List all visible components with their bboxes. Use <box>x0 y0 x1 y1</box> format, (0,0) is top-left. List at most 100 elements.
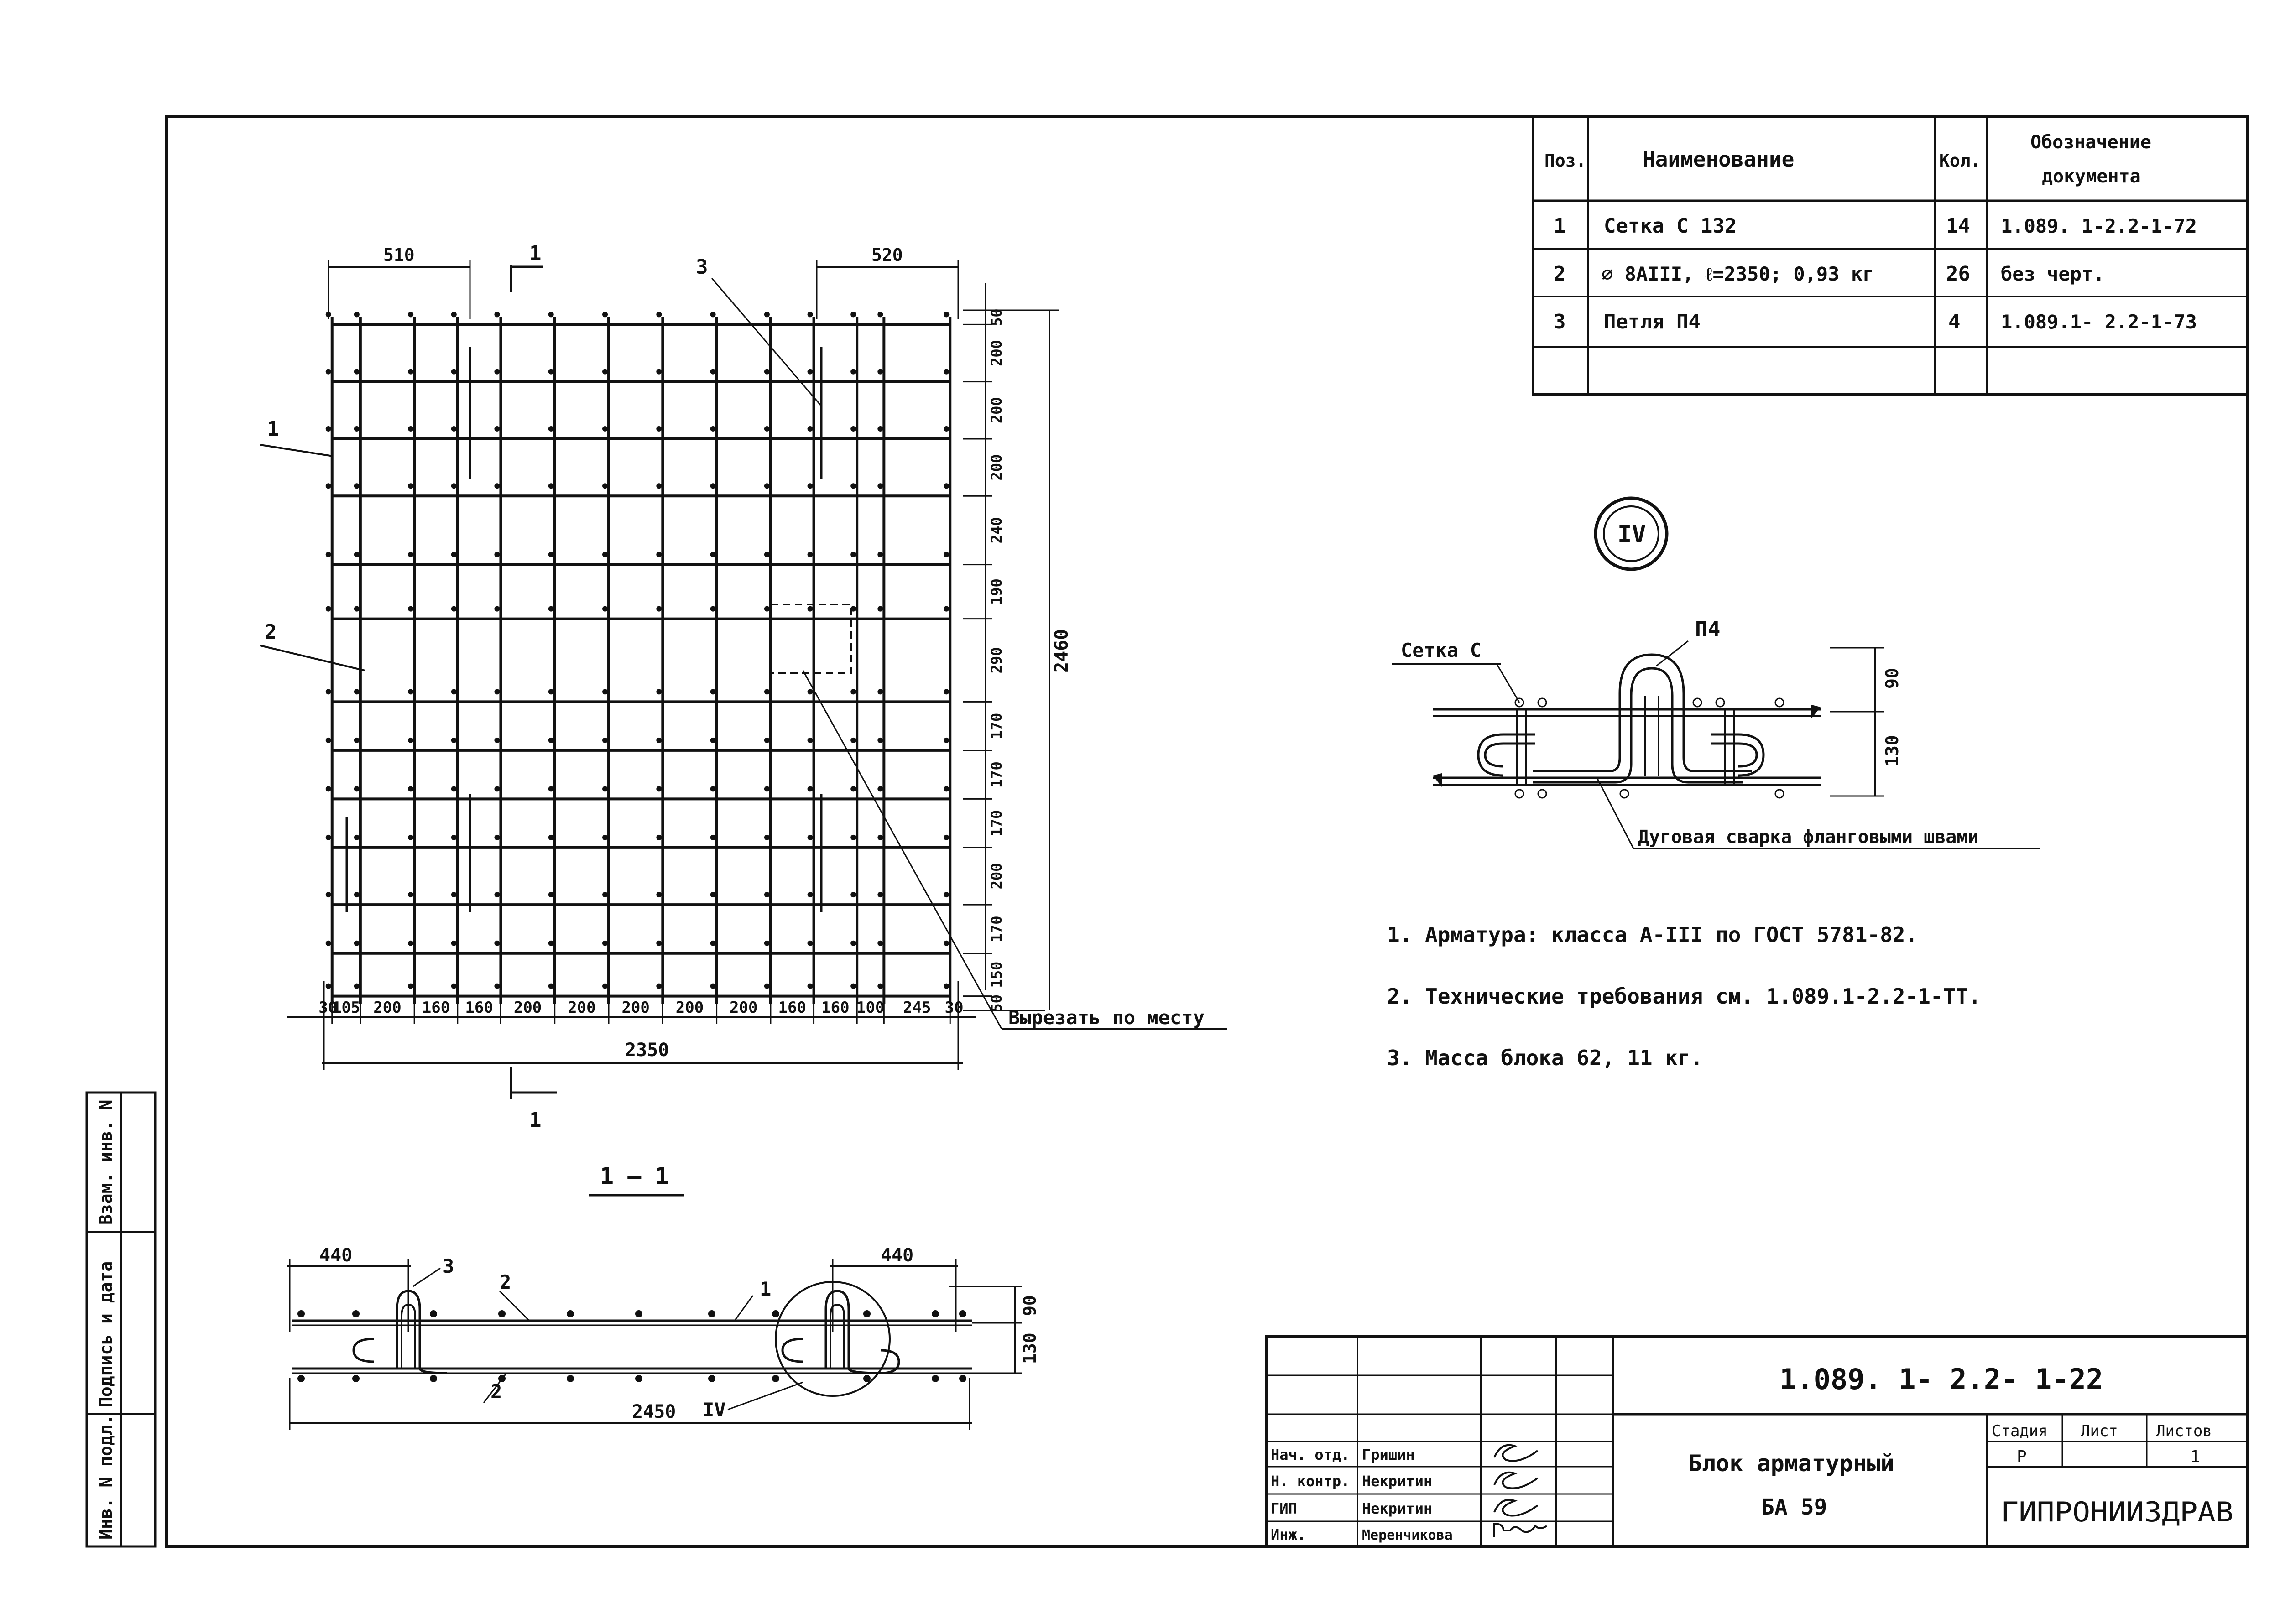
dim-bottom-segment: 200 <box>373 999 401 1017</box>
mesh-node-dot <box>656 737 662 743</box>
dim-right-segment: 200 <box>988 863 1005 890</box>
mesh-node-dot <box>408 940 414 946</box>
mesh-node-dot <box>325 940 331 946</box>
mesh-node-dot <box>548 552 554 557</box>
mesh-node-dot <box>710 552 716 557</box>
mesh-node-dot <box>807 983 813 989</box>
spec-row-1-qty: 14 <box>1946 214 1970 238</box>
spec-row-3-pos: 3 <box>1554 310 1566 333</box>
note-1: 1. Арматура: класса А-III по ГОСТ 5781-8… <box>1387 922 1918 947</box>
spec-header-doc-2: документа <box>2042 166 2141 187</box>
dim-top-left: 510 <box>383 245 415 265</box>
detail-dim-upper: 90 <box>1882 668 1902 689</box>
mesh-node-dot <box>656 606 662 612</box>
section-callout-mesh: 1 <box>760 1278 771 1300</box>
title-block: 1.089. 1- 2.2- 1-22 Блок арматурный БА 5… <box>1265 1335 2249 1548</box>
mesh-node-dot <box>764 983 770 989</box>
dim-bottom-segment: 200 <box>514 999 542 1017</box>
mesh-node-dot <box>494 834 500 840</box>
mesh-node-dot <box>850 426 856 432</box>
spec-header-doc-1: Обозначение <box>2030 132 2151 153</box>
dim-bottom-segment: 160 <box>821 999 849 1017</box>
mesh-node-dot <box>710 369 716 375</box>
dim-bottom-segment: 160 <box>778 999 806 1017</box>
dim-right-segment: 200 <box>988 340 1005 366</box>
mesh-node-dot <box>764 834 770 840</box>
signature-1 <box>1493 1444 1539 1462</box>
mesh-node-dot <box>850 892 856 898</box>
mesh-node-dot <box>548 606 554 612</box>
mesh-node-dot <box>656 312 662 318</box>
mesh-node-dot <box>944 786 950 792</box>
signature-3 <box>1493 1499 1539 1517</box>
spec-header-pos: Поз. <box>1544 151 1586 171</box>
section-dot <box>772 1310 779 1317</box>
dim-right-segment: 170 <box>988 761 1005 788</box>
cut-out-area <box>770 604 852 674</box>
mesh-node-dot <box>710 786 716 792</box>
mesh-node-dot <box>494 786 500 792</box>
mesh-node-dot <box>325 892 331 898</box>
dim-right-segment: 50 <box>988 994 1005 1012</box>
dim-bottom-segment: 160 <box>465 999 493 1017</box>
mesh-node-dot <box>451 312 457 318</box>
mesh-node-dot <box>764 892 770 898</box>
mesh-node-dot <box>877 369 883 375</box>
section-dot <box>772 1375 779 1382</box>
mesh-node-dot <box>325 369 331 375</box>
mesh-node-dot <box>408 369 414 375</box>
mesh-node-dot <box>494 426 500 432</box>
section-dot <box>430 1375 437 1382</box>
side-stamp: Инв. N подл. Подпись и дата Взам. инв. N <box>85 1091 157 1548</box>
mesh-node-dot <box>710 737 716 743</box>
mesh-node-dot <box>807 312 813 318</box>
mesh-node-dot <box>602 689 608 695</box>
dim-bottom-segment: 30 <box>318 999 337 1017</box>
role-1: Нач. отд. <box>1271 1446 1350 1463</box>
detail-marker: IV <box>1617 521 1646 548</box>
mesh-node-dot <box>451 737 457 743</box>
name-4: Меренчикова <box>1362 1527 1453 1543</box>
mesh-node-dot <box>408 737 414 743</box>
section-dot <box>959 1310 966 1317</box>
section-dot <box>352 1375 360 1382</box>
spec-header-name: Наименование <box>1643 147 1794 172</box>
mesh-node-dot <box>408 834 414 840</box>
mesh-node-dot <box>764 369 770 375</box>
mesh-node-dot <box>944 552 950 557</box>
mesh-node-dot <box>764 737 770 743</box>
mesh-node-dot <box>764 552 770 557</box>
mesh-node-dot <box>548 483 554 489</box>
mesh-node-dot <box>850 369 856 375</box>
mesh-node-dot <box>354 892 360 898</box>
dim-right-segment: 150 <box>988 962 1005 988</box>
mesh-node-dot <box>877 786 883 792</box>
mesh-node-dot <box>656 786 662 792</box>
mesh-node-dot <box>807 689 813 695</box>
mesh-node-dot <box>451 983 457 989</box>
section-dot <box>932 1310 939 1317</box>
mesh-node-dot <box>354 552 360 557</box>
mesh-node-dot <box>408 426 414 432</box>
mesh-node-dot <box>494 606 500 612</box>
signature-2 <box>1493 1471 1539 1489</box>
mesh-node-dot <box>656 940 662 946</box>
mesh-node-dot <box>807 483 813 489</box>
dim-right-segment: 200 <box>988 397 1005 423</box>
mesh-node-dot <box>408 892 414 898</box>
mesh-node-dot <box>325 983 331 989</box>
mesh-node-dot <box>944 426 950 432</box>
mesh-node-dot <box>710 940 716 946</box>
mesh-node-dot <box>877 689 883 695</box>
sheets-header: Листов <box>2156 1422 2212 1440</box>
mesh-node-dot <box>850 606 856 612</box>
mesh-node-dot <box>408 689 414 695</box>
section-dim-right: 440 <box>881 1245 913 1266</box>
mesh-node-dot <box>354 834 360 840</box>
mesh-node-dot <box>656 369 662 375</box>
mesh-node-dot <box>807 834 813 840</box>
mesh-node-dot <box>944 606 950 612</box>
mesh-node-dot <box>710 689 716 695</box>
doc-title-1: Блок арматурный <box>1688 1450 1894 1477</box>
